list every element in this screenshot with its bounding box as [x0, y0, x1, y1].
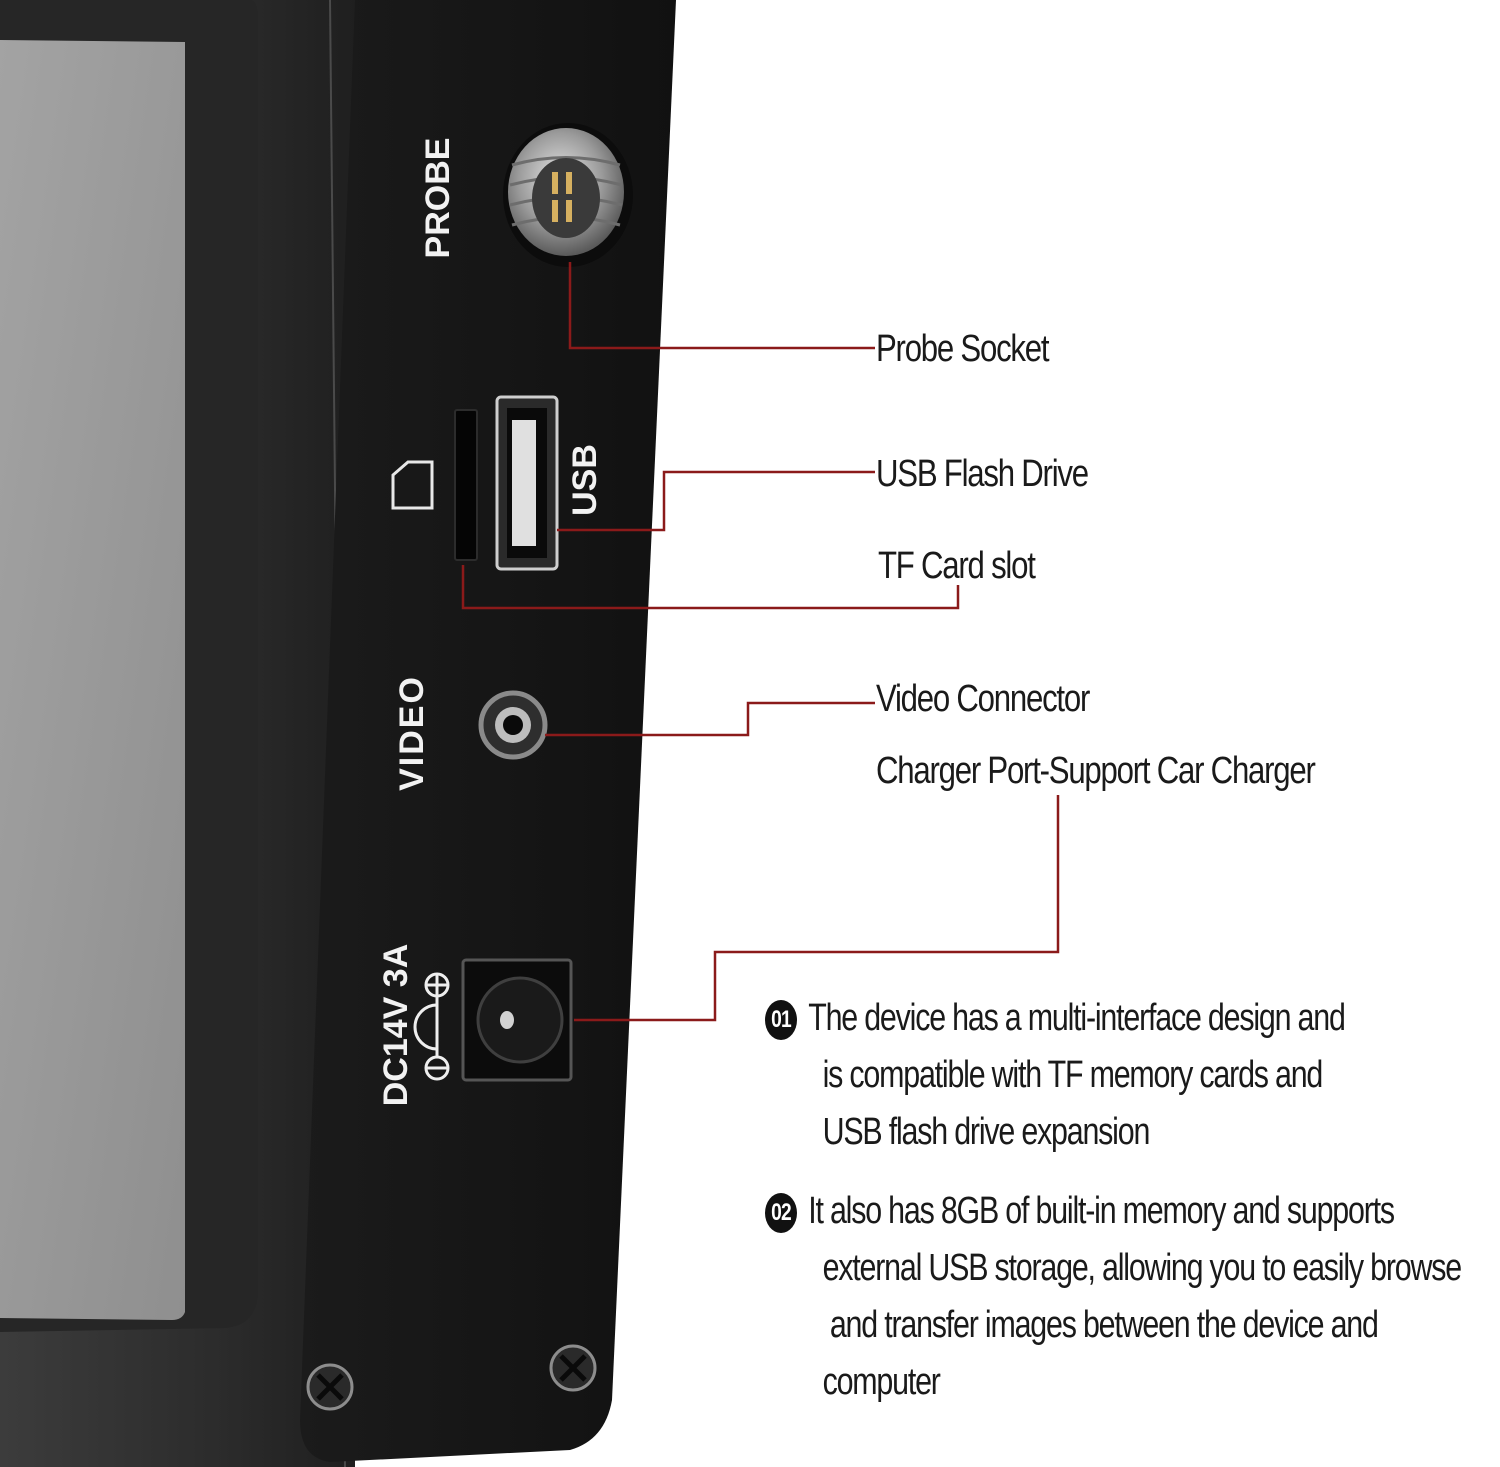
note-01-line-2: is compatible with TF memory cards and [822, 1054, 1324, 1096]
leader-usb [557, 470, 875, 532]
leader-video [545, 701, 875, 737]
usb-label: USB [566, 444, 604, 516]
dc-power-port [461, 958, 573, 1082]
note-02-line-3: and transfer images between the device a… [822, 1304, 1379, 1346]
callout-usb-flash-drive: USB Flash Drive [876, 453, 1089, 495]
probe-socket-connector [503, 123, 633, 267]
note-02-line-1: It also has 8GB of built-in memory and s… [808, 1190, 1395, 1232]
tf-card-slot [454, 409, 478, 561]
probe-label: PROBE [419, 138, 457, 259]
callout-tf-card-slot: TF Card slot [878, 545, 1036, 587]
callout-charger-port: Charger Port-Support Car Charger [876, 750, 1316, 792]
badge-01: 01 [765, 999, 797, 1040]
note-02: 02 It also has 8GB of built-in memory and… [765, 1183, 1463, 1411]
screw-right [549, 1344, 597, 1392]
note-02-line-2: external USB storage, allowing you to ea… [822, 1247, 1463, 1289]
leader-tf [461, 565, 960, 610]
video-connector-jack [478, 690, 548, 760]
sd-card-icon [391, 460, 434, 510]
screw-left [306, 1363, 354, 1411]
leader-charger [574, 795, 1060, 1022]
badge-02: 02 [765, 1192, 797, 1233]
note-01: 01 The device has a multi-interface desig… [765, 990, 1453, 1161]
callout-video-connector: Video Connector [876, 678, 1090, 720]
note-02-line-4: computer [822, 1361, 941, 1403]
leader-lines [461, 262, 1060, 1022]
note-01-line-3: USB flash drive expansion [822, 1111, 1151, 1153]
usb-port [495, 395, 559, 571]
polarity-symbol [413, 972, 450, 1081]
note-01-line-1: The device has a multi-interface design … [808, 997, 1346, 1039]
video-label: VIDEO [393, 675, 431, 791]
callout-probe-socket: Probe Socket [876, 328, 1050, 370]
leader-probe [568, 262, 875, 350]
power-rating-label: DC14V 3A [377, 944, 415, 1107]
screen [0, 40, 185, 1320]
